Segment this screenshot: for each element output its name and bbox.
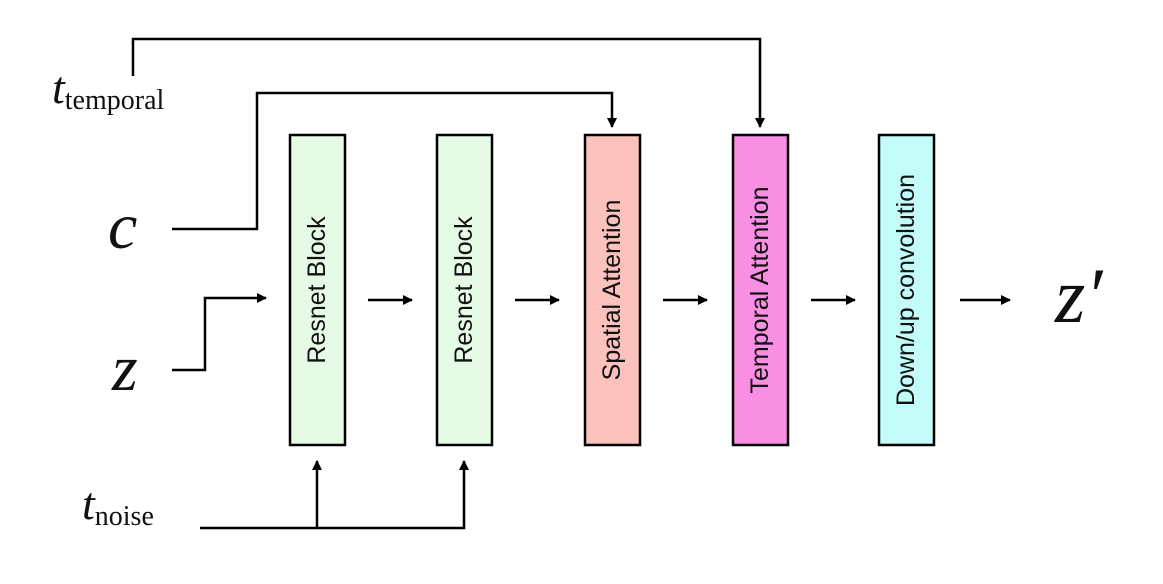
block-temporal-attention: Temporal Attention — [731, 133, 790, 447]
block-down-up-convolution-label: Down/up convolution — [892, 174, 920, 406]
wire-c-to-spatial-attention — [172, 91, 617, 231]
label-t-noise: tnoise — [82, 478, 154, 532]
wire-z-to-resnet1 — [172, 293, 267, 372]
wire-t-temporal-to-temporal-attention — [131, 37, 765, 128]
block-resnet-2-label: Resnet Block — [450, 216, 478, 364]
block-resnet-2: Resnet Block — [435, 133, 494, 447]
block-down-up-convolution: Down/up convolution — [877, 133, 936, 447]
block-resnet-2-box — [435, 133, 494, 447]
block-spatial-attention: Spatial Attention — [583, 133, 642, 447]
block-temporal-attention-label: Temporal Attention — [746, 186, 774, 393]
block-spatial-attention-box — [583, 133, 642, 447]
block-down-up-convolution-box — [877, 133, 936, 447]
block-resnet-1-box — [288, 133, 347, 447]
label-z-prime: z′ — [1054, 252, 1104, 339]
block-temporal-attention-box — [731, 133, 790, 447]
block-resnet-1-label: Resnet Block — [303, 216, 331, 364]
block-spatial-attention-label: Spatial Attention — [598, 200, 626, 381]
label-c: c — [108, 190, 137, 263]
label-z: z — [111, 332, 138, 405]
wire-t-noise-bus — [200, 460, 469, 530]
label-t-temporal: ttemporal — [52, 62, 165, 116]
block-resnet-1: Resnet Block — [288, 133, 347, 447]
